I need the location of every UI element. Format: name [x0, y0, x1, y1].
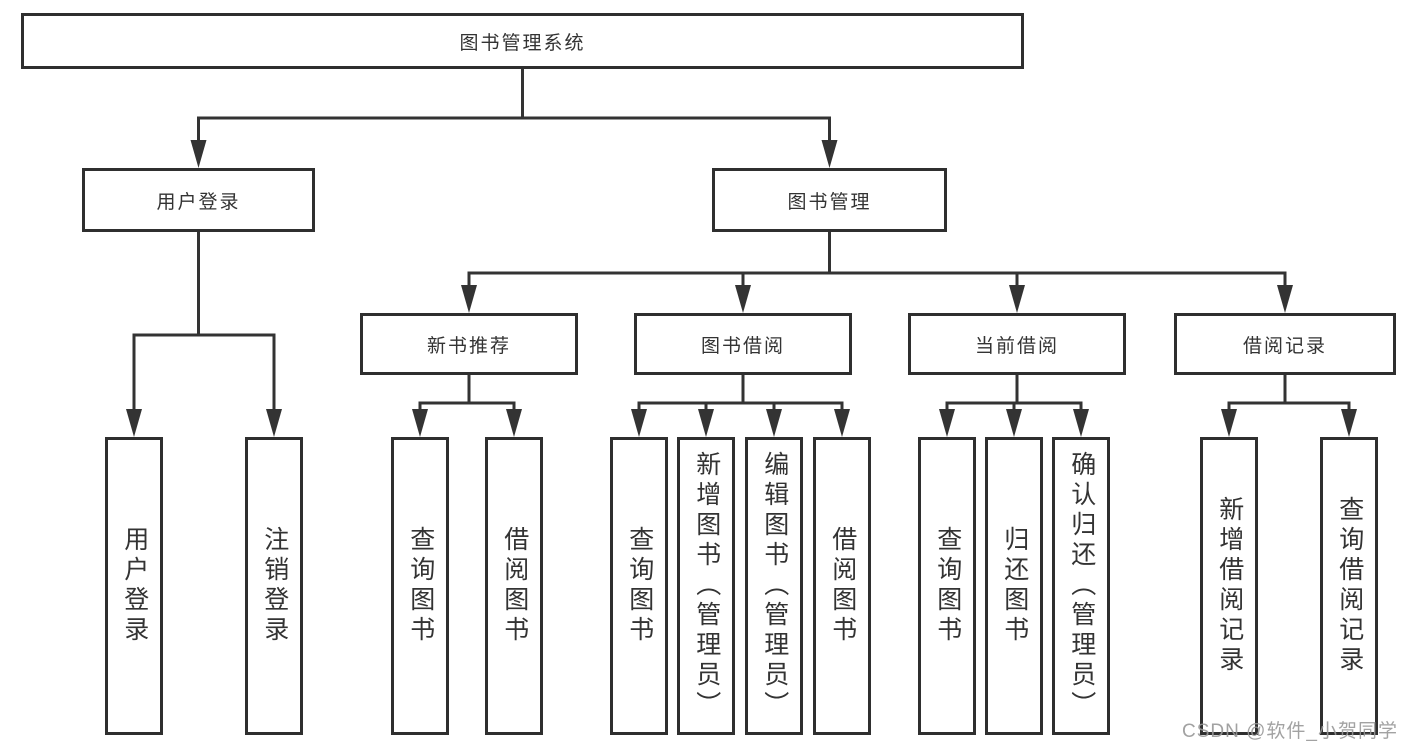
node-query-borrow-record: 查询借阅记录 [1320, 437, 1378, 735]
node-label: 查询图书 [625, 526, 654, 646]
node-borrow-books: 借阅图书 [813, 437, 871, 735]
node-current-borrowing: 当前借阅 [908, 313, 1126, 375]
node-return-books: 归还图书 [985, 437, 1043, 735]
node-label: 用户登录 [120, 526, 149, 646]
node-label: 新书推荐 [426, 335, 511, 357]
node-label: 新增图书（管理员） [692, 451, 721, 721]
node-label: 当前借阅 [974, 335, 1059, 357]
node-confirm-return-admin: 确认归还（管理员） [1052, 437, 1110, 735]
node-add-books-admin: 新增图书（管理员） [677, 437, 735, 735]
node-label: 注销登录 [260, 526, 289, 646]
node-label: 借阅图书 [828, 526, 857, 646]
node-label: 编辑图书（管理员） [760, 451, 789, 721]
node-edit-books-admin: 编辑图书（管理员） [745, 437, 803, 735]
node-book-management: 图书管理 [712, 168, 947, 232]
node-label: 确认归还（管理员） [1067, 451, 1096, 721]
csdn-watermark: CSDN @软件_小贺同学 [1182, 721, 1398, 742]
node-label: 新增借阅记录 [1215, 496, 1244, 676]
node-label: 查询图书 [406, 526, 435, 646]
node-label: 借阅图书 [500, 526, 529, 646]
node-label: 归还图书 [1000, 526, 1029, 646]
node-user-login-leaf: 用户登录 [105, 437, 163, 735]
node-label: 借阅记录 [1242, 335, 1327, 357]
node-logout: 注销登录 [245, 437, 303, 735]
node-query-books: 查询图书 [391, 437, 449, 735]
node-label: 图书管理系统 [459, 32, 586, 54]
node-label: 查询借阅记录 [1335, 496, 1364, 676]
node-new-book-recommendation: 新书推荐 [360, 313, 578, 375]
arrowhead-icons [126, 140, 1357, 437]
node-book-borrowing: 图书借阅 [634, 313, 852, 375]
node-add-borrow-record: 新增借阅记录 [1200, 437, 1258, 735]
node-user-login: 用户登录 [82, 168, 315, 232]
node-borrowing-records: 借阅记录 [1174, 313, 1396, 375]
node-label: 图书管理 [787, 191, 872, 213]
node-borrow-books: 借阅图书 [485, 437, 543, 735]
node-label: 查询图书 [933, 526, 962, 646]
node-query-books: 查询图书 [918, 437, 976, 735]
node-label: 图书借阅 [700, 335, 785, 357]
node-query-books: 查询图书 [610, 437, 668, 735]
node-label: 用户登录 [156, 191, 241, 213]
node-library-management-system: 图书管理系统 [21, 13, 1024, 69]
